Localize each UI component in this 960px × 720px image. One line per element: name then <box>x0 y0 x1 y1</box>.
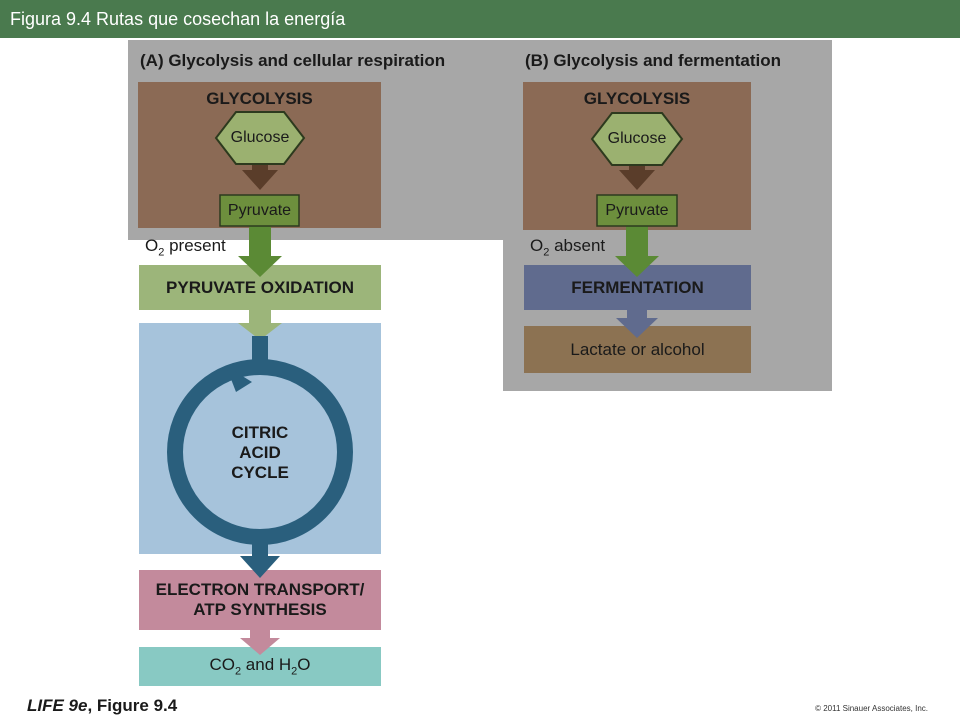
glycolysis-label-b: GLYCOLYSIS <box>583 89 691 108</box>
panel-a-heading: (A) Glycolysis and cellular respiration <box>140 51 446 70</box>
pyruvate-box-a <box>219 194 300 227</box>
pyruvate-oxidation-label: PYRUVATE OXIDATION <box>166 277 354 297</box>
fermentation-box: FERMENTATION <box>524 265 751 310</box>
arrow-pyruvate-to-fermentation <box>615 226 659 277</box>
products-label-b: Lactate or alcohol <box>570 339 705 359</box>
arrow-fermentation-to-products <box>616 309 658 338</box>
pyruvate-box-b <box>596 194 678 227</box>
o2-present-label: O2 present <box>145 236 226 259</box>
electron-transport-label-line2: ATP SYNTHESIS <box>193 600 327 619</box>
glucose-hexagon-a <box>214 111 306 165</box>
glucose-label-a: Glucose <box>230 129 290 146</box>
fermentation-label: FERMENTATION <box>571 277 704 297</box>
copyright-notice: © 2011 Sinauer Associates, Inc. <box>815 704 928 713</box>
glucose-hexagon-b <box>590 112 684 166</box>
products-label-a: CO2 and H2O <box>209 655 311 678</box>
electron-transport-label-line1: ELECTRON TRANSPORT/ <box>155 580 365 599</box>
o2-absent-label: O2 absent <box>530 236 606 259</box>
citric-acid-cycle-label: CITRIC ACID CYCLE <box>231 423 289 482</box>
slide-title: Figura 9.4 Rutas que cosechan la energía <box>0 0 960 38</box>
electron-transport-box: ELECTRON TRANSPORT/ ATP SYNTHESIS <box>139 570 381 630</box>
arrow-etc-to-products <box>240 629 280 655</box>
arrow-pyruvate-to-oxidation <box>238 226 282 277</box>
glucose-label-b: Glucose <box>607 130 667 147</box>
pyruvate-label-b: Pyruvate <box>605 201 669 219</box>
pyruvate-label-a: Pyruvate <box>227 201 292 219</box>
glycolysis-label-a: GLYCOLYSIS <box>206 89 313 108</box>
panel-b-heading: (B) Glycolysis and fermentation <box>525 51 781 70</box>
figure-source: LIFE 9e, Figure 9.4 <box>27 696 178 715</box>
citric-acid-cycle-ring <box>167 336 353 578</box>
arrow-oxidation-to-cycle <box>238 309 282 340</box>
